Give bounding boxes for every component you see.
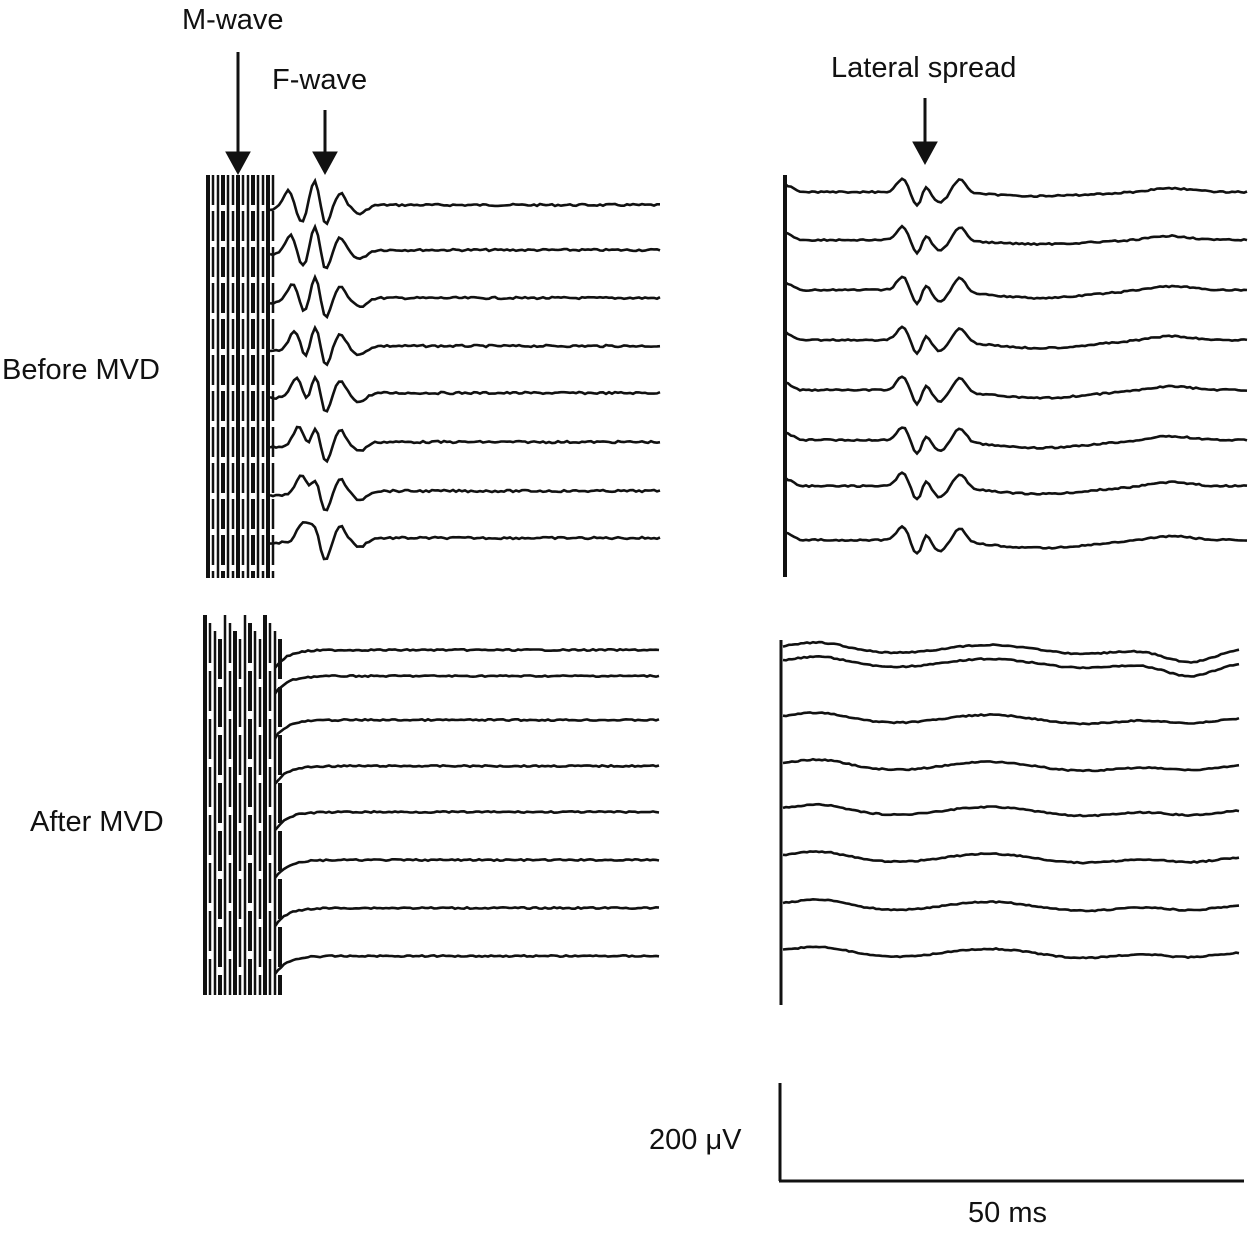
right-before-trace-1 [784,177,1248,208]
left-before-trace-2 [269,223,661,270]
right-before-trace-5 [784,375,1248,407]
right-before-trace-8 [784,524,1248,556]
m-wave-label: M-wave [182,4,284,36]
left-before-trace-7 [269,474,661,512]
right-after-trace-1 [782,640,1240,664]
right-after-trace-2 [782,654,1240,678]
right-before-trace-2 [784,224,1248,256]
left-after-trace-4 [274,763,660,785]
right-after-trace-3 [782,711,1240,726]
left-before-trace-6 [269,425,661,464]
right-before-trace-4 [784,325,1248,356]
left-before-trace-1 [269,177,660,226]
right-before-trace-7 [784,471,1248,501]
left-before-trace-3 [269,273,661,320]
left-after-trace-8 [273,953,660,975]
left-before-trace-5 [269,374,661,413]
right-after-trace-4 [782,757,1240,773]
right-after-trace-8 [782,945,1240,960]
scale-time-label: 50 ms [968,1197,1047,1229]
f-wave-arrowhead-icon [312,151,338,176]
right-before-trace-3 [784,275,1248,306]
before-mvd-label: Before MVD [2,354,160,386]
left-after-trace-5 [274,809,660,832]
left-after-trace-2 [273,673,660,695]
left-after-trace-6 [273,857,660,879]
f-wave-label: F-wave [272,64,368,96]
left-after-trace-3 [273,717,660,740]
lateral-spread-label: Lateral spread [831,52,1017,84]
lateral-spread-arrowhead-icon [912,141,938,166]
right-before-trace-6 [784,426,1248,456]
right-after-trace-6 [782,850,1240,865]
left-before-trace-8 [269,520,661,561]
right-after-trace-7 [782,897,1240,913]
left-after-trace-1 [273,647,660,669]
after-mvd-label: After MVD [30,806,164,838]
right-after-trace-5 [782,802,1240,818]
scale-voltage-label: 200 μV [649,1124,742,1156]
m-wave-arrowhead-icon [225,151,251,176]
left-before-trace-4 [269,324,661,367]
left-after-trace-7 [273,905,660,928]
